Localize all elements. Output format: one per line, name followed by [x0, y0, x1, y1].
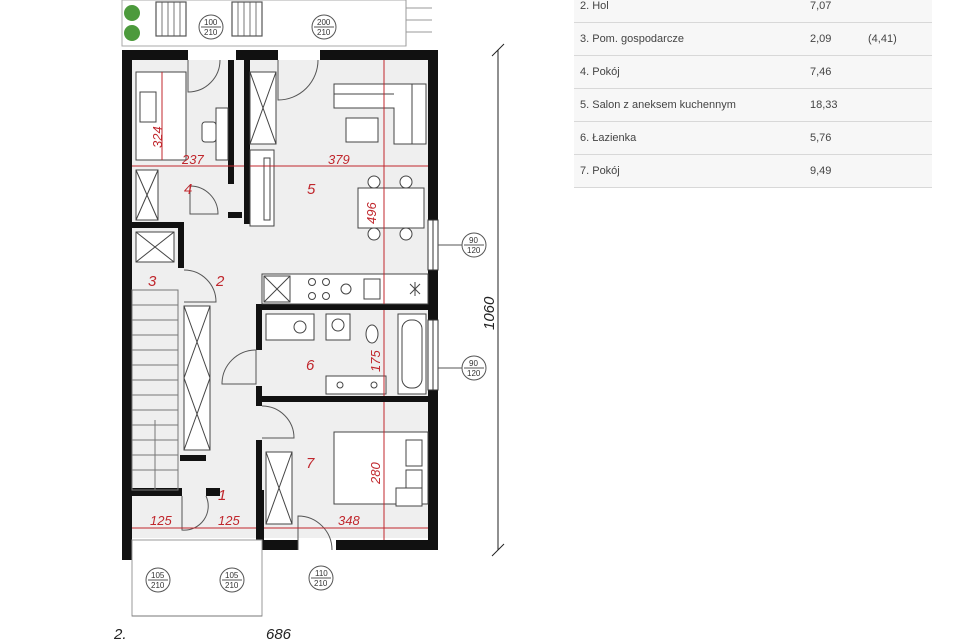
- svg-text:105: 105: [225, 571, 239, 580]
- washbasin-icon: [370, 381, 378, 389]
- room-area: 18,33: [810, 99, 838, 111]
- table-row: 2. Hol 7,07: [574, 0, 932, 23]
- svg-text:200: 200: [317, 18, 331, 27]
- svg-text:90: 90: [469, 236, 478, 245]
- dimension-label-125b: 125: [218, 513, 240, 528]
- garden-chair-icon: [231, 1, 263, 37]
- outer-walls: [122, 50, 438, 560]
- plant-icon: [124, 5, 140, 21]
- window-tag-90-top: 90 120: [438, 232, 487, 258]
- door-tag-100: 100 210: [198, 14, 224, 40]
- svg-text:210: 210: [204, 28, 218, 37]
- room-area-table: 2. Hol 7,07 3. Pom. gospodarcze 2,09 (4,…: [574, 0, 932, 188]
- svg-text:105: 105: [151, 571, 165, 580]
- dimension-label-686: 686: [266, 626, 292, 640]
- terrace-top: [121, 0, 432, 47]
- room-name: 3. Pom. gospodarcze: [580, 33, 684, 45]
- bathroom-fixtures: [265, 313, 427, 395]
- dimension-label-324: 324: [150, 126, 165, 148]
- svg-text:100: 100: [204, 18, 218, 27]
- wardrobes: [135, 71, 293, 525]
- coffee-table-icon: [345, 117, 379, 143]
- dimension-label-379: 379: [328, 152, 350, 167]
- bed-icon: [333, 431, 429, 507]
- room-extra-area: (4,41): [868, 33, 897, 45]
- dimension-label-280: 280: [368, 462, 383, 485]
- cooktop-icon: [308, 278, 330, 300]
- door-tag-105-left: 105 210: [145, 567, 171, 593]
- dimension-label-1060: 1060: [481, 296, 498, 330]
- dimension-label-175: 175: [368, 350, 383, 372]
- svg-text:210: 210: [225, 581, 239, 590]
- door-tag-105-right: 105 210: [219, 567, 245, 593]
- table-row: 3. Pom. gospodarcze 2,09 (4,41): [574, 23, 932, 56]
- dimension-lines: [132, 60, 428, 540]
- overall-dimension: [491, 43, 505, 557]
- washbasin-icon: [336, 381, 344, 389]
- svg-text:90: 90: [469, 359, 478, 368]
- room-name: 5. Salon z aneksem kuchennym: [580, 99, 736, 111]
- bathtub-icon: [401, 319, 423, 389]
- door-tag-110: 110 210: [308, 565, 334, 591]
- room-area: 2,09: [810, 33, 832, 45]
- kitchen-sink-icon: [340, 278, 381, 300]
- garden-chair-icon: [155, 1, 187, 37]
- room-name: 4. Pokój: [580, 66, 620, 78]
- dimension-label-2: 2.: [113, 626, 127, 640]
- table-row: 7. Pokój 9,49: [574, 155, 932, 188]
- tv-stand-icon: [249, 149, 275, 227]
- svg-text:110: 110: [315, 569, 328, 578]
- washbasin-icon: [331, 318, 345, 332]
- table-row: 4. Pokój 7,46: [574, 56, 932, 89]
- svg-text:210: 210: [317, 28, 331, 37]
- windows-right: [427, 219, 439, 391]
- svg-text:210: 210: [151, 581, 165, 590]
- dining-table-icon: [357, 175, 425, 241]
- room-label-6: 6: [306, 357, 315, 374]
- washing-machine-icon: [293, 320, 307, 334]
- toilet-icon: [365, 324, 379, 344]
- door-swings: [181, 59, 333, 551]
- table-row: 6. Łazienka 5,76: [574, 122, 932, 155]
- dimension-label-125a: 125: [150, 513, 172, 528]
- plant-icon: [124, 25, 140, 41]
- room-area: 5,76: [810, 132, 832, 144]
- window-tag-90-bottom: 90 120: [438, 355, 487, 381]
- room-label-3: 3: [148, 273, 157, 290]
- room-label-7: 7: [306, 455, 315, 472]
- door-tag-200: 200 210: [311, 14, 337, 40]
- floor-plan: 1 2 3 4 5 6 7 324 237 379 496 175 280 12…: [113, 0, 505, 640]
- table-row: 5. Salon z aneksem kuchennym 18,33: [574, 89, 932, 122]
- dimension-label-348: 348: [338, 513, 360, 528]
- room-label-2: 2: [215, 273, 225, 290]
- svg-text:210: 210: [314, 579, 328, 588]
- room-name: 6. Łazienka: [580, 132, 637, 144]
- room-area: 7,46: [810, 66, 832, 78]
- room-label-5: 5: [307, 181, 316, 198]
- room-label-1: 1: [218, 487, 226, 504]
- bed-icon: [135, 71, 187, 161]
- room-name: 2. Hol: [580, 0, 609, 12]
- dimension-label-496: 496: [364, 202, 379, 224]
- room-name: 7. Pokój: [580, 165, 620, 177]
- room-area: 9,49: [810, 165, 832, 177]
- stairs: [131, 289, 179, 491]
- svg-text:120: 120: [467, 369, 481, 378]
- dimension-label-237: 237: [181, 152, 204, 167]
- kitchen-counter: [261, 273, 429, 305]
- svg-text:120: 120: [467, 246, 481, 255]
- desk-icon: [201, 107, 229, 161]
- fridge-icon: [409, 282, 421, 296]
- room-label-4: 4: [184, 181, 192, 198]
- inner-walls: [132, 60, 432, 490]
- room-area: 7,07: [810, 0, 832, 12]
